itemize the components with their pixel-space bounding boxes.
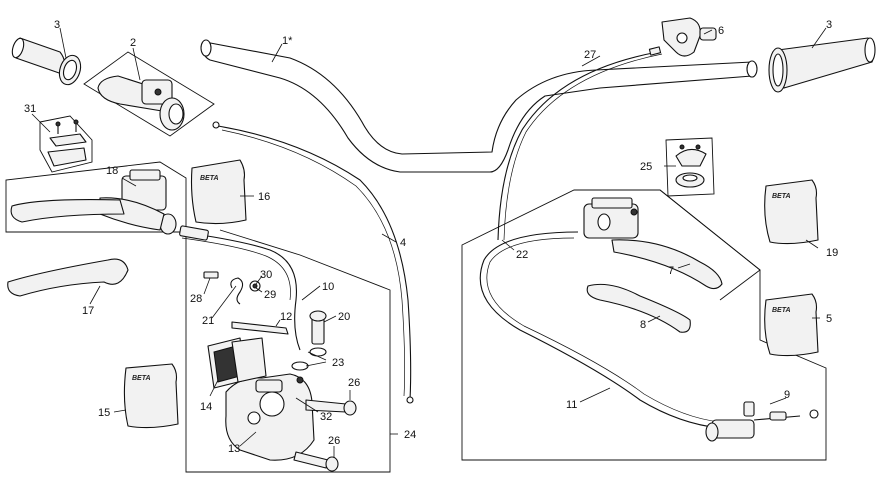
callout-6: 6 [718, 25, 724, 37]
bar-clamp [665, 137, 715, 197]
right-lever-group-frame [574, 189, 761, 301]
clutch-slave-cylinder [705, 401, 819, 442]
callout-28: 28 [190, 293, 202, 305]
tool-bag-right-top: BETA [764, 179, 819, 245]
callout-17: 17 [82, 305, 94, 317]
callout-2: 2 [130, 37, 136, 49]
callout-22: 22 [516, 249, 528, 261]
pad-spring-clip [231, 321, 289, 335]
callout-9: 9 [784, 389, 790, 401]
throttle-cable-housing [661, 17, 717, 57]
clutch-hose [479, 231, 721, 429]
callout-10: 10 [322, 281, 334, 293]
front-brake-hose-inner [181, 237, 291, 301]
callout-29: 29 [264, 289, 276, 301]
callout-13: 13 [228, 443, 240, 455]
right-grip [768, 37, 876, 93]
tool-bag-right-bottom: BETA [764, 293, 819, 357]
callout-26-upper: 26 [348, 377, 360, 389]
leader-lines [31, 27, 827, 458]
right-brake-lever [611, 239, 723, 290]
callout-20: 20 [338, 311, 350, 323]
callout-3-left: 3 [54, 19, 60, 31]
throttle-assembly [83, 51, 215, 137]
right-lever-spare [586, 283, 691, 333]
callout-21: 21 [202, 315, 214, 327]
bag-brand-label-2: BETA [132, 375, 151, 382]
callout-31: 31 [24, 103, 36, 115]
callout-18: 18 [106, 165, 118, 177]
callout-14: 14 [200, 401, 212, 413]
callout-1: 1* [282, 35, 293, 47]
clutch-hose-inner [486, 237, 721, 423]
bleed-screw-banjo [291, 310, 327, 371]
left-grip [11, 37, 82, 86]
callout-24: 24 [404, 429, 416, 441]
callout-30: 30 [260, 269, 272, 281]
bag-brand-label-4: BETA [772, 307, 791, 314]
rear-master-cylinder [583, 197, 639, 239]
tool-bag-left-top: BETA [190, 159, 247, 225]
callout-32: 32 [320, 411, 332, 423]
callout-7: 7 [668, 265, 674, 277]
caliper-bolts [293, 399, 357, 472]
callout-4: 4 [400, 237, 406, 249]
brake-pads [207, 337, 267, 389]
clutch-cable-inner [221, 129, 406, 397]
callout-11: 11 [566, 399, 577, 411]
callout-25: 25 [640, 161, 652, 173]
front-brake-lever [10, 199, 125, 223]
brake-caliper-group-frame [185, 229, 391, 473]
callout-19: 19 [826, 247, 838, 259]
brake-pin-and-spring [203, 271, 261, 305]
bag-brand-label-3: BETA [772, 193, 791, 200]
throttle-cable-end [648, 46, 662, 56]
front-brake-hose [179, 231, 301, 351]
callout-16: 16 [258, 191, 270, 203]
clutch-cable [217, 125, 412, 401]
left-brake-group-frame [5, 161, 187, 233]
bag-brand-label-1: BETA [200, 175, 219, 182]
callout-3-right: 3 [826, 19, 832, 31]
clutch-cable-end-bottom [406, 396, 414, 404]
front-brake-hose-fitting [179, 225, 209, 241]
callout-12: 12 [280, 311, 292, 323]
callout-27: 27 [584, 49, 596, 61]
callout-26-lower: 26 [328, 435, 340, 447]
callout-15: 15 [98, 407, 110, 419]
callout-5: 5 [826, 313, 832, 325]
throttle-cable-inner [503, 53, 663, 241]
throttle-cable [497, 51, 659, 241]
handlebar [200, 39, 758, 173]
clutch-cable-end-top [212, 121, 220, 129]
switch-mount [39, 115, 93, 173]
callout-8: 8 [640, 319, 646, 331]
callout-23: 23 [332, 357, 344, 369]
tool-bag-left-bottom: BETA [123, 363, 179, 429]
left-lever-spare [7, 258, 129, 297]
